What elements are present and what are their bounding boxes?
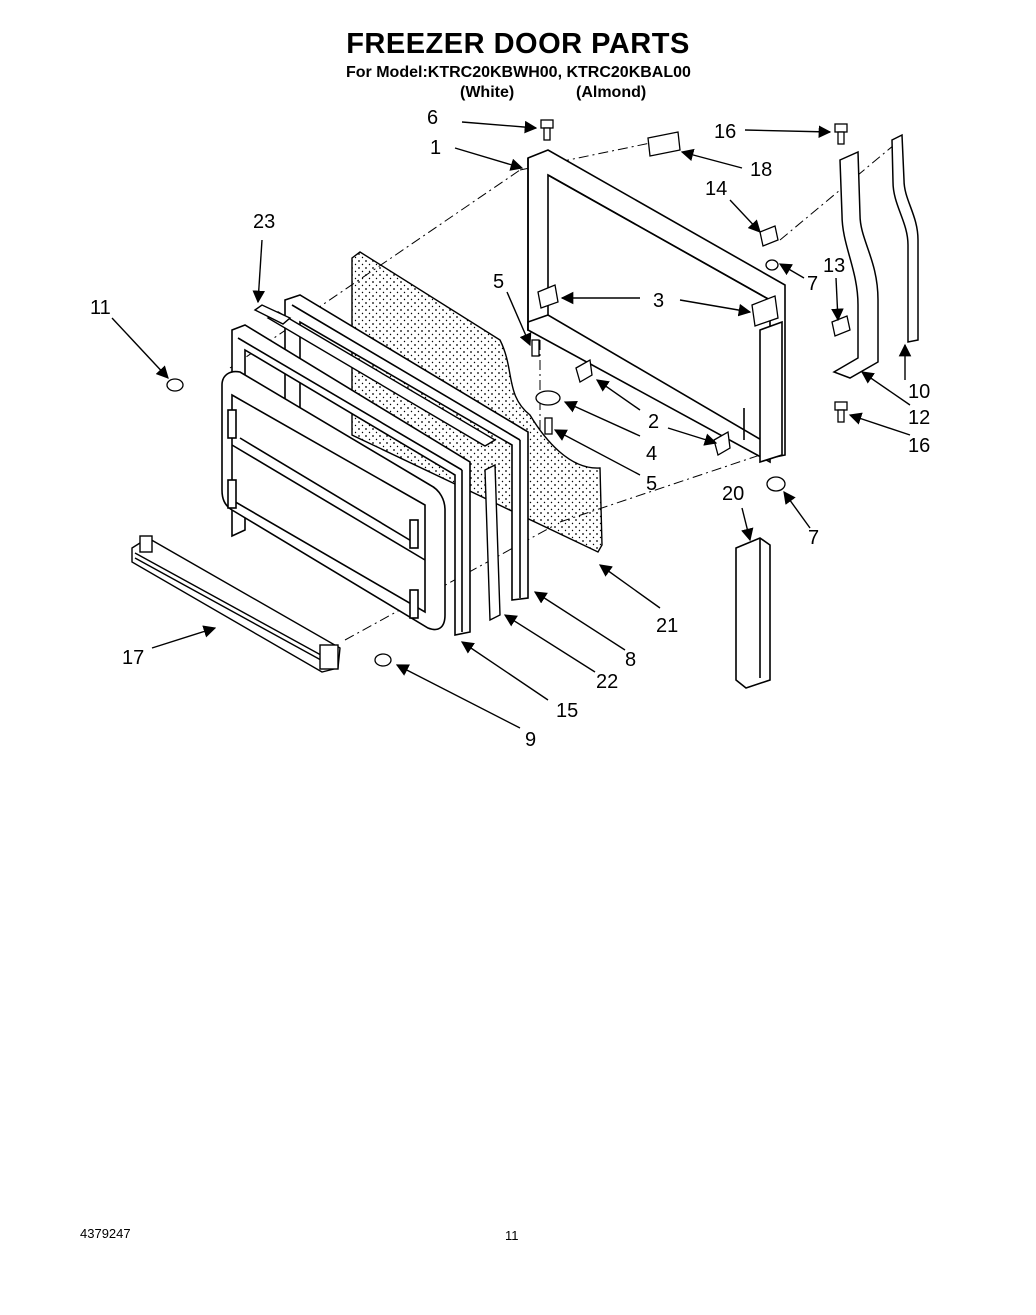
callout-1: 1 [430,137,441,159]
screw-part-5-upper [531,339,540,357]
spacer-part-14 [759,225,779,247]
door-frame-part-1 [527,149,786,464]
screw-part-16-bottom-shank [837,409,845,423]
screw-part-9 [374,653,392,667]
stop-part-2-right [713,430,731,456]
leader-arrows [111,120,912,729]
callout-4: 4 [646,443,657,465]
callout-5-upper: 5 [493,271,504,293]
callout-20: 20 [722,483,744,505]
callout-23: 23 [253,211,275,233]
page-number: 11 [505,1228,519,1243]
document-number: 4379247 [80,1226,131,1241]
callout-7-bottom: 7 [808,527,819,549]
hinge-bracket-part-12 [832,150,879,379]
label-part-18 [647,131,681,157]
door-handle-part-17 [131,535,341,673]
screw-part-16-bottom-head [834,401,848,411]
callout-22: 22 [596,671,618,693]
callout-21: 21 [656,615,678,637]
trim-part-20 [735,537,771,689]
screw-part-6-shank [543,127,551,141]
callout-17: 17 [122,647,144,669]
screw-part-16-top-head [834,123,848,133]
gasket-part-23 [253,304,292,325]
screw-part-16-top-shank [837,131,845,145]
screw-part-11 [166,378,184,392]
screw-part-6-head [540,119,554,129]
bushing-part-7-bottom [766,476,786,492]
callout-15: 15 [556,700,578,722]
callout-16-top: 16 [714,121,736,143]
spacer-part-13 [831,315,851,337]
callout-2: 2 [648,411,659,433]
page-title: FREEZER DOOR PARTS [346,28,690,60]
stop-part-2-left [575,358,593,383]
callout-7-top: 7 [807,273,818,295]
outer-door-panel-part-15 [231,324,471,636]
callout-9: 9 [525,729,536,751]
bushing-part-7-top [765,259,779,271]
callout-12: 12 [908,407,930,429]
model-line: For Model:KTRC20KBWH00, KTRC20KBAL00 [346,64,691,81]
callout-18: 18 [750,159,772,181]
callout-16-bottom: 16 [908,435,930,457]
washer-part-4 [535,390,561,406]
callout-labels: 6 1 18 16 14 7 13 3 5 2 4 5 7 20 10 12 1… [90,107,930,751]
callout-5-lower: 5 [646,473,657,495]
door-liner-front [221,370,446,631]
callout-14: 14 [705,178,727,200]
hinge-cover-part-10 [891,133,919,343]
screw-part-5-lower [544,417,553,435]
bracket-part-3-right [751,295,779,327]
callout-6: 6 [427,107,438,129]
callout-3: 3 [653,290,664,312]
hardware [166,119,851,667]
callout-13: 13 [823,255,845,277]
callout-8: 8 [625,649,636,671]
variant-white: (White) [460,84,515,101]
variant-almond: (Almond) [576,84,647,101]
callout-10: 10 [908,381,930,403]
callout-11: 11 [90,297,111,319]
bracket-part-3-left [537,284,559,309]
